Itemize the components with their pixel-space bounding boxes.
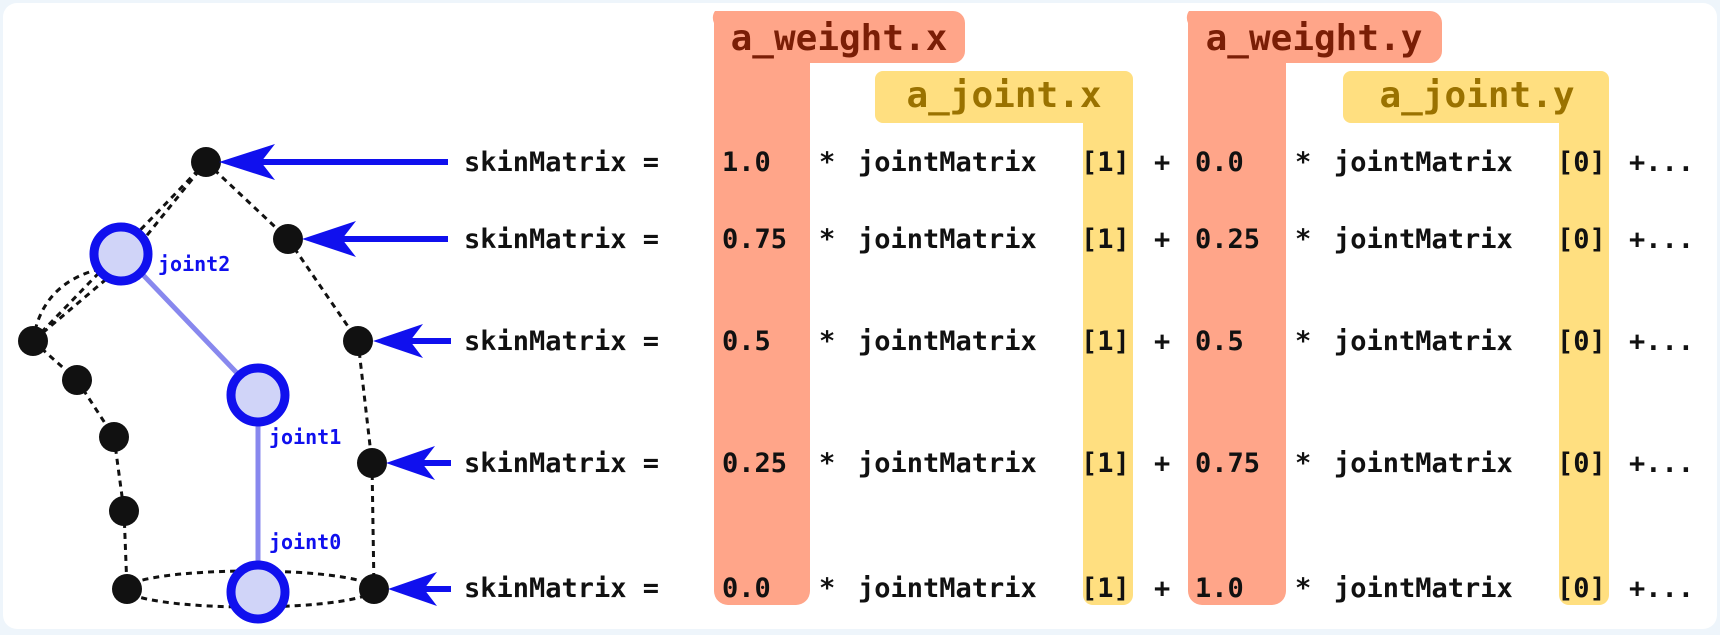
- vertex-2: [273, 224, 303, 254]
- continuation: +...: [1629, 326, 1694, 357]
- joint-matrix-y: jointMatrix: [1334, 224, 1513, 255]
- joint-y-header: a_joint.y: [1379, 75, 1574, 116]
- arrow-5: [388, 572, 451, 606]
- lhs: skinMatrix =: [464, 147, 659, 178]
- joint-x-band: [875, 71, 1133, 605]
- joint-index-y: [0]: [1557, 573, 1606, 604]
- weight-y-value: 0.5: [1195, 326, 1244, 357]
- joint0-label: joint0: [269, 530, 341, 554]
- vertex-left-2: [62, 365, 92, 395]
- weight-x-value: 0.0: [722, 573, 771, 604]
- vertex-left-4: [109, 496, 139, 526]
- joint-index-x: [1]: [1081, 326, 1130, 357]
- weight-y-band: [1186, 11, 1442, 605]
- joint0-node: [226, 560, 290, 624]
- weight-y-value: 0.25: [1195, 224, 1260, 255]
- joint-index-x: [1]: [1081, 224, 1130, 255]
- multiply-x: *: [819, 448, 835, 479]
- joint-matrix-x: jointMatrix: [858, 147, 1037, 178]
- weight-y-value: 0.0: [1195, 147, 1244, 178]
- vertex-5: [359, 574, 389, 604]
- weight-x-value: 0.25: [722, 448, 787, 479]
- equation-row: skinMatrix = 0.0 * jointMatrix [1] +1.0 * joint…: [464, 573, 1694, 604]
- joint-matrix-x: jointMatrix: [858, 448, 1037, 479]
- multiply-y: *: [1295, 448, 1311, 479]
- equation-row: skinMatrix = 0.75 * jointMatrix [1] +0.25 * joi…: [464, 224, 1694, 255]
- vertices: [18, 147, 389, 604]
- equations: skinMatrix = 1.0 * jointMatrix [1] +0.0 * joint…: [464, 147, 1694, 604]
- weight-x-band: [712, 11, 965, 605]
- arrow-1: [219, 144, 448, 180]
- equation-row: skinMatrix = 0.5 * jointMatrix [1] +0.5 * joint…: [464, 326, 1694, 357]
- arrow-3: [373, 324, 451, 358]
- joint-x-header: a_joint.x: [906, 75, 1101, 116]
- joint-index-x: [1]: [1081, 573, 1130, 604]
- joint-index-y: [0]: [1557, 224, 1606, 255]
- vertex-left-5: [112, 574, 142, 604]
- joint-index-x: [1]: [1081, 147, 1130, 178]
- vertex-1: [191, 147, 221, 177]
- continuation: +...: [1629, 147, 1694, 178]
- joint-index-y: [0]: [1557, 448, 1606, 479]
- lhs: skinMatrix =: [464, 326, 659, 357]
- multiply-x: *: [819, 224, 835, 255]
- continuation: +...: [1629, 448, 1694, 479]
- weight-y-header: a_weight.y: [1206, 18, 1423, 59]
- vertex-left-1: [18, 326, 48, 356]
- joint2-label: joint2: [158, 252, 230, 276]
- multiply-y: *: [1295, 573, 1311, 604]
- joint-matrix-y: jointMatrix: [1334, 326, 1513, 357]
- vertex-3: [343, 326, 373, 356]
- joint-matrix-y: jointMatrix: [1334, 147, 1513, 178]
- weight-x-value: 0.75: [722, 224, 787, 255]
- continuation: +...: [1629, 224, 1694, 255]
- joint-matrix-y: jointMatrix: [1334, 448, 1513, 479]
- plus: +: [1154, 224, 1170, 255]
- plus: +: [1154, 448, 1170, 479]
- multiply-x: *: [819, 147, 835, 178]
- weight-y-value: 0.75: [1195, 448, 1260, 479]
- arrow-2: [302, 221, 448, 257]
- multiply-x: *: [819, 573, 835, 604]
- weight-y-value: 1.0: [1195, 573, 1244, 604]
- bones: [121, 252, 261, 591]
- plus: +: [1154, 326, 1170, 357]
- diagram-svg: a_weight.x a_joint.x a_weight.y a_joint.…: [18, 11, 1694, 624]
- arrows: [219, 144, 451, 606]
- joint-matrix-x: jointMatrix: [858, 326, 1037, 357]
- multiply-y: *: [1295, 147, 1311, 178]
- joint-index-x: [1]: [1081, 448, 1130, 479]
- lhs: skinMatrix =: [464, 224, 659, 255]
- joint-matrix-y: jointMatrix: [1334, 573, 1513, 604]
- joint-matrix-x: jointMatrix: [858, 224, 1037, 255]
- weight-x-value: 0.5: [722, 326, 771, 357]
- joints: [89, 222, 290, 624]
- vertex-4: [357, 448, 387, 478]
- equation-row: skinMatrix = 1.0 * jointMatrix [1] +0.0 * joint…: [464, 147, 1694, 178]
- lhs: skinMatrix =: [464, 573, 659, 604]
- equation-row: skinMatrix = 0.25 * jointMatrix [1] +0.75 * joi…: [464, 448, 1694, 479]
- joint-index-y: [0]: [1557, 147, 1606, 178]
- plus: +: [1154, 573, 1170, 604]
- plus: +: [1154, 147, 1170, 178]
- continuation: +...: [1629, 573, 1694, 604]
- joint-index-y: [0]: [1557, 326, 1606, 357]
- joint1-node: [226, 363, 290, 427]
- multiply-y: *: [1295, 326, 1311, 357]
- skinning-diagram: a_weight.x a_joint.x a_weight.y a_joint.…: [3, 3, 1717, 629]
- joint-matrix-x: jointMatrix: [858, 573, 1037, 604]
- multiply-y: *: [1295, 224, 1311, 255]
- lhs: skinMatrix =: [464, 448, 659, 479]
- arrow-4: [386, 446, 451, 480]
- joint1-label: joint1: [269, 425, 341, 449]
- multiply-x: *: [819, 326, 835, 357]
- weight-x-value: 1.0: [722, 147, 771, 178]
- vertex-left-3: [99, 422, 129, 452]
- weight-x-header: a_weight.x: [731, 18, 948, 59]
- joint-y-band: [1343, 71, 1609, 605]
- joint2-node: [89, 222, 153, 286]
